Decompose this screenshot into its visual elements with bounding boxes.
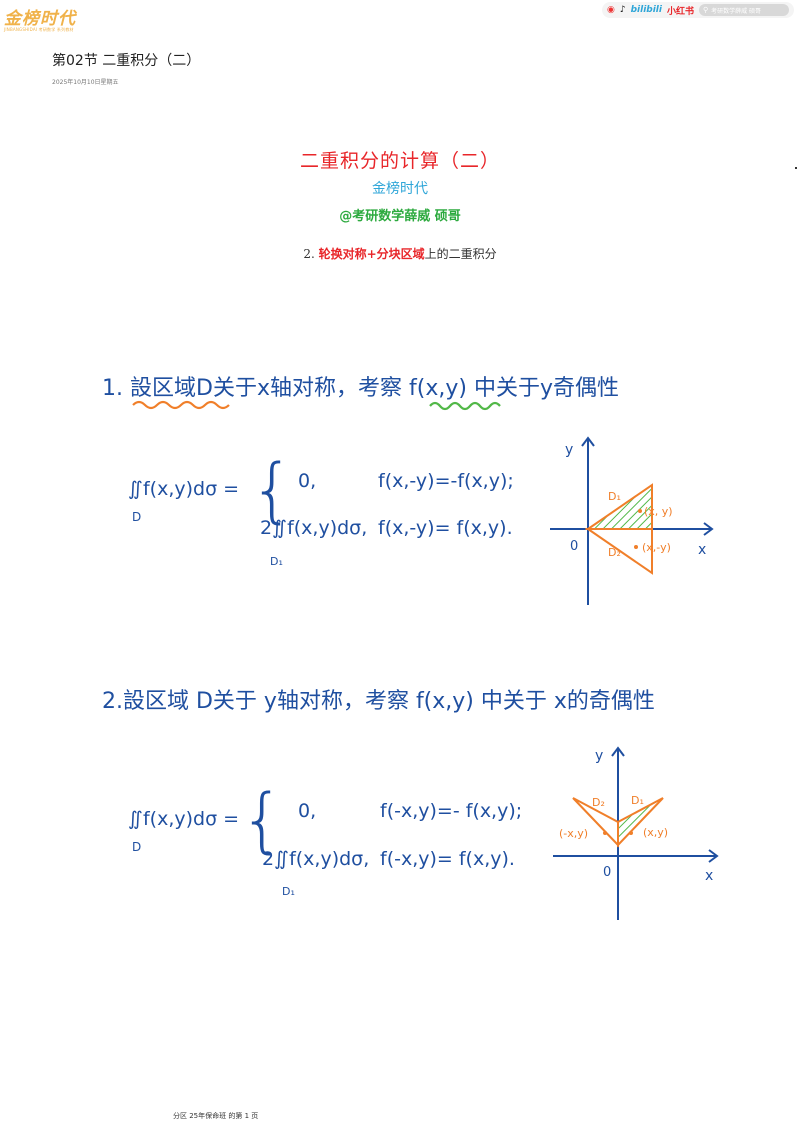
note2-brace: { <box>240 779 285 861</box>
note1-heading-b: D关于x轴对称，考察 <box>196 376 402 401</box>
note1-case1-val: 0, <box>298 470 317 492</box>
graph1-x-label: x <box>698 542 706 558</box>
stray-dot <box>795 167 797 169</box>
graph2-y-label: y <box>595 748 603 764</box>
note2-lhs: ∬f(x,y)dσ = <box>128 808 240 830</box>
graph1-d1: D₁ <box>608 490 621 503</box>
graph1: y x 0 D₁ D₂ (x, y) (x,-y) <box>550 436 714 605</box>
topic-highlight-1: 轮换对称 <box>318 247 367 261</box>
note2-case2-cond: f(-x,y)= f(x,y). <box>380 848 515 870</box>
note1-lhs-sub: D <box>132 510 142 524</box>
subtitle-author: @考研数学薛威 硕哥 <box>339 209 461 224</box>
search-pill[interactable]: ⚲ 考研数学薛威 硕哥 <box>699 4 789 16</box>
topic-suffix: 上的二重积分 <box>424 247 497 261</box>
topic-line: 2. 轮换对称+分块区域上的二重积分 <box>0 245 800 262</box>
graph2: y x 0 D₂ D₁ (-x,y) (x,y) <box>553 746 719 920</box>
bilibili-icon[interactable]: bilibili <box>630 5 662 15</box>
graph1-p1: (x, y) <box>644 505 673 518</box>
y-arrow <box>611 746 625 757</box>
section-title: 第02节 二重积分（二） <box>52 53 201 69</box>
note1-heading-d: 中关于y奇偶性 <box>473 376 619 401</box>
search-text: 考研数学薛威 硕哥 <box>711 7 762 15</box>
graph2-p1: (-x,y) <box>559 827 588 840</box>
note1-heading-a: 設区域 <box>130 376 197 401</box>
point-1 <box>638 509 642 513</box>
note1-heading: 1. 設区域D关于x轴对称，考察 f(x,y) 中关于y奇偶性 <box>102 370 619 402</box>
graph2-d2: D₂ <box>592 796 605 809</box>
note2-case1-cond: f(-x,y)=- f(x,y); <box>380 800 523 822</box>
note1-lhs: ∬f(x,y)dσ = <box>128 478 240 500</box>
topic-prefix: 2. <box>303 247 319 261</box>
note2-heading: 2.設区域 D关于 y轴对称，考察 f(x,y) 中关于 x的奇偶性 <box>102 683 655 715</box>
brand-logo: 金榜时代 JINBANGSHIDAI 考研数学 系列教材 <box>4 4 76 33</box>
note2-lhs-sub: D <box>132 840 142 854</box>
main-title: 二重积分的计算（二） <box>299 150 500 172</box>
note1-case1-cond: f(x,-y)=-f(x,y); <box>378 470 514 492</box>
x-arrow <box>708 849 719 863</box>
topic-highlight-2: 分块区域 <box>376 247 425 261</box>
region-d2 <box>584 528 653 575</box>
note2-heading-text: 設区域 D关于 y轴对称，考察 f(x,y) 中关于 x的奇偶性 <box>123 689 655 714</box>
date-stamp: 2025年10月10日星期五 <box>52 79 119 86</box>
graph1-origin: 0 <box>570 539 578 554</box>
brand-name: 金榜时代 <box>4 9 76 29</box>
graph1-p2: (x,-y) <box>642 541 671 554</box>
note2-num: 2. <box>102 689 123 714</box>
graph2-p2: (x,y) <box>643 826 668 839</box>
orange-wavy-underline <box>132 400 230 410</box>
topic-plus: + <box>366 247 377 261</box>
note2-case1-val: 0, <box>298 800 317 822</box>
graph2-origin: 0 <box>603 865 611 880</box>
point-2 <box>634 545 638 549</box>
page-footer: 分区 25年保命班 的第 1 页 <box>173 1112 259 1120</box>
point-1 <box>603 831 607 835</box>
green-wavy-underline <box>429 401 501 411</box>
note1-heading-c: f(x,y) <box>408 376 467 401</box>
graph1-d2: D₂ <box>608 546 621 559</box>
graph2-d1: D₁ <box>631 794 644 807</box>
note2-case2-val: 2∬f(x,y)dσ, <box>262 848 370 870</box>
x-arrow <box>703 522 714 536</box>
note1-case2-sub: D₁ <box>270 555 283 568</box>
y-arrow <box>581 436 595 447</box>
note1-case2-val: 2∬f(x,y)dσ, <box>260 517 368 539</box>
region-d2 <box>572 797 619 848</box>
weibo-icon[interactable]: ◉ <box>606 5 615 15</box>
graph1-y-label: y <box>565 442 573 458</box>
note1-brace: { <box>250 449 295 531</box>
brand-sub: JINBANGSHIDAI 考研数学 系列教材 <box>4 27 74 32</box>
social-bar: ◉ ♪ bilibili 小红书 ⚲ 考研数学薛威 硕哥 <box>601 2 794 18</box>
xiaohongshu-icon[interactable]: 小红书 <box>666 6 694 17</box>
note1-num: 1. <box>102 376 123 401</box>
note2-case2-sub: D₁ <box>282 885 295 898</box>
tiktok-icon[interactable]: ♪ <box>619 5 626 15</box>
note1-case2-cond: f(x,-y)= f(x,y). <box>378 517 513 539</box>
point-2 <box>629 831 633 835</box>
subtitle-brand: 金榜时代 <box>372 181 428 197</box>
graph2-x-label: x <box>705 868 713 884</box>
search-icon: ⚲ <box>703 6 709 14</box>
